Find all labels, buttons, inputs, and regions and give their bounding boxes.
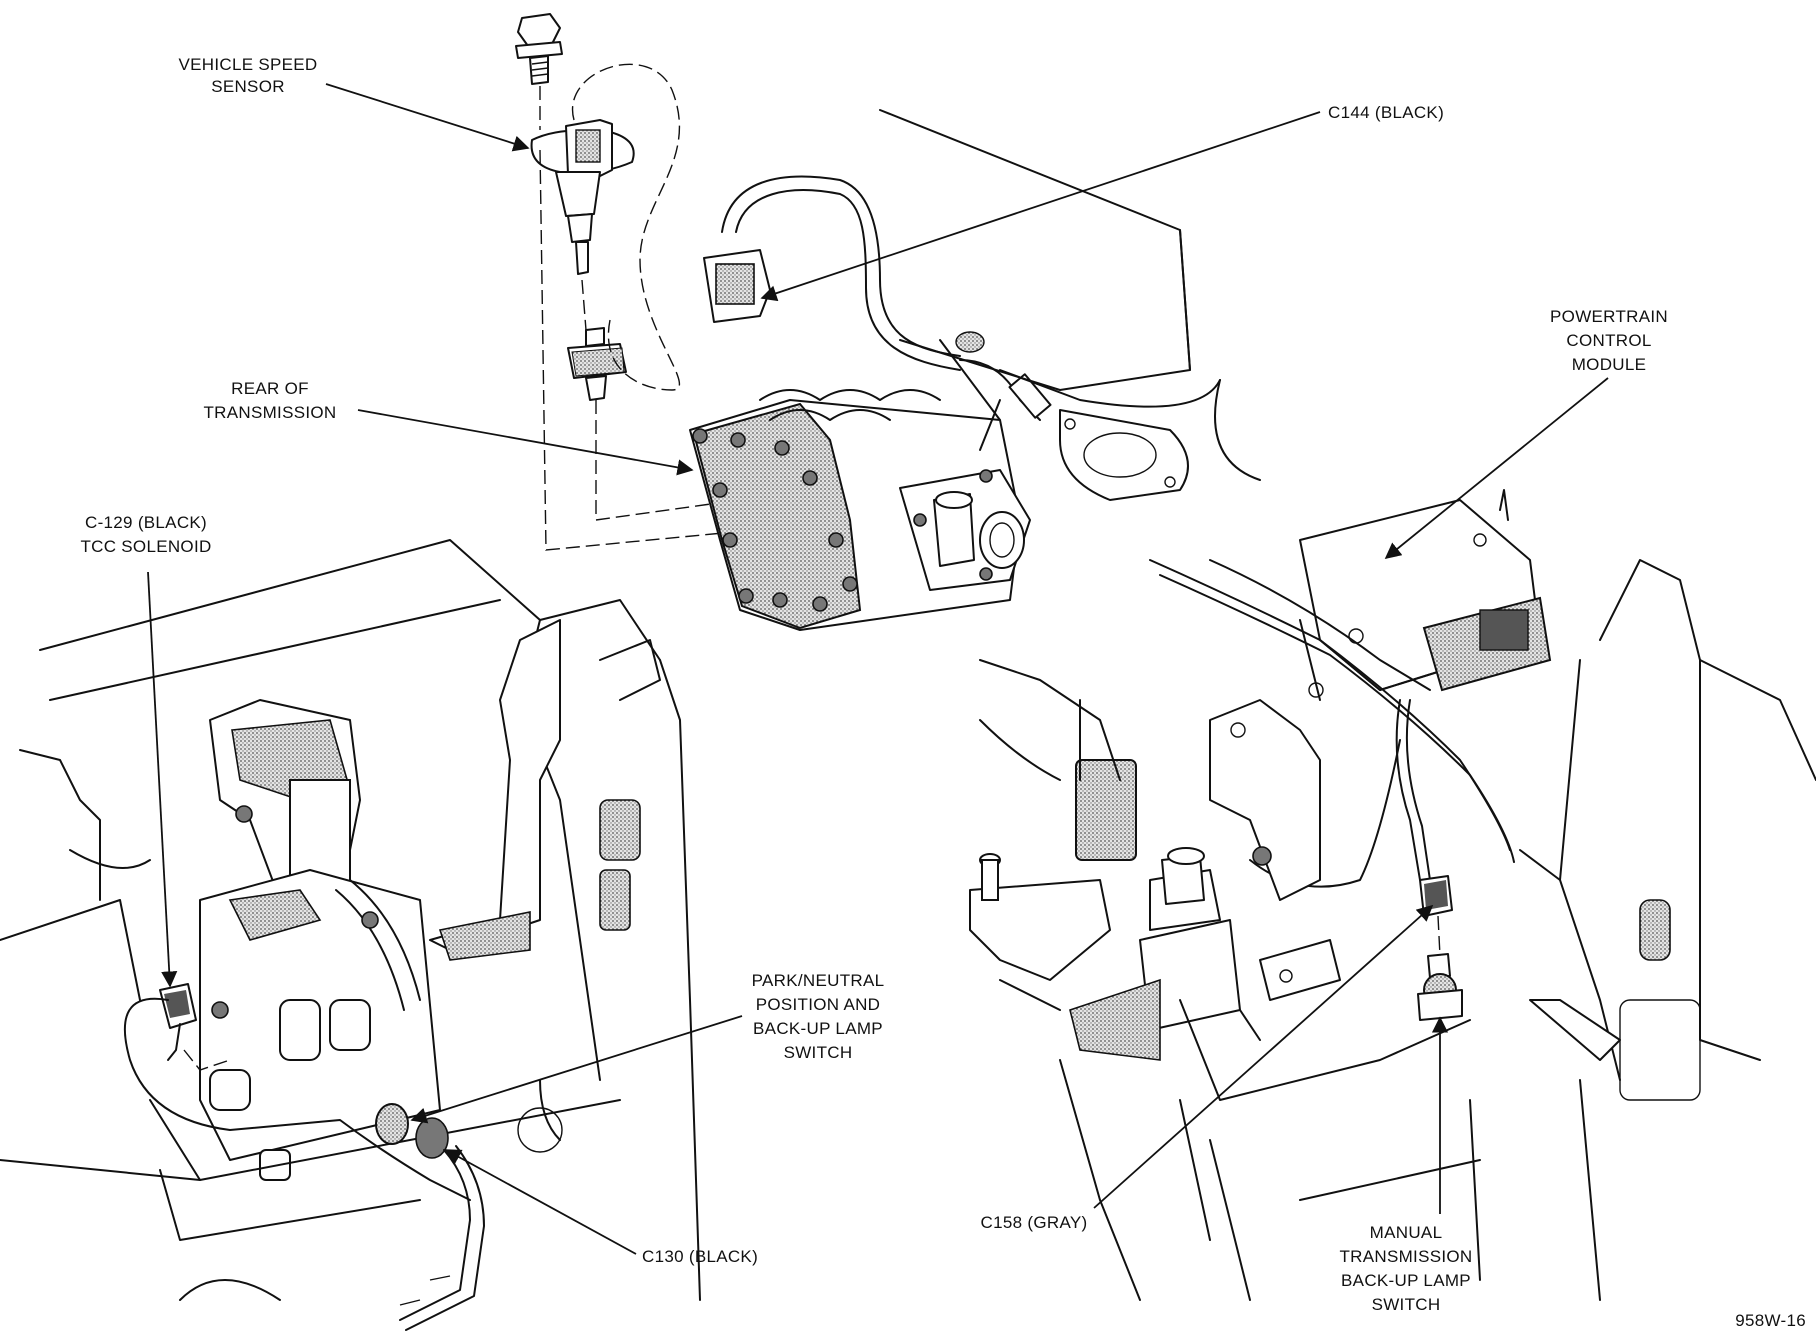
svg-text:POWERTRAIN: POWERTRAIN [1550,307,1668,326]
svg-text:TRANSMISSION: TRANSMISSION [1339,1247,1472,1266]
speed-sensor-body [530,119,635,275]
svg-text:BACK-UP LAMP: BACK-UP LAMP [1341,1271,1471,1290]
leader-lines [147,83,1609,1255]
label-rear-of-transmission: REAR OF TRANSMISSION [203,379,336,422]
svg-text:SWITCH: SWITCH [1372,1295,1441,1314]
c158-connector [1417,875,1463,1021]
label-vehicle-speed-sensor: VEHICLE SPEED SENSOR [178,55,317,96]
svg-text:C130 (BLACK): C130 (BLACK) [642,1247,758,1266]
svg-text:SWITCH: SWITCH [784,1043,853,1062]
transmission-rear-housing [689,389,1031,631]
svg-text:TCC SOLENOID: TCC SOLENOID [80,537,211,556]
svg-text:REAR OF: REAR OF [231,379,309,398]
svg-text:POSITION AND: POSITION AND [756,995,881,1014]
label-manual-backup-switch: MANUAL TRANSMISSION BACK-UP LAMP SWITCH [1339,1223,1472,1314]
c129-connector [123,983,471,1201]
pinion-gear [567,327,627,401]
label-c130: C130 (BLACK) [642,1247,758,1266]
engine-block [879,109,1261,501]
label-c158: C158 (GRAY) [981,1213,1088,1232]
right-engine-compartment [969,489,1816,1301]
leader-park-neutral-switch [410,1015,743,1124]
svg-text:C144 (BLACK): C144 (BLACK) [1328,103,1444,122]
left-engine-compartment [0,539,701,1331]
leader-c158 [1093,904,1434,1209]
svg-text:958W-16: 958W-16 [1735,1311,1806,1330]
shift-tower [969,847,1341,1061]
figure-id: 958W-16 [1735,1311,1806,1330]
leader-rear-of-transmission [357,409,694,476]
leader-pcm [1384,377,1609,560]
leader-c129 [147,571,178,988]
svg-text:MANUAL: MANUAL [1370,1223,1443,1242]
svg-text:BACK-UP LAMP: BACK-UP LAMP [753,1019,883,1038]
svg-text:MODULE: MODULE [1572,355,1647,374]
label-park-neutral-switch: PARK/NEUTRAL POSITION AND BACK-UP LAMP S… [752,971,885,1062]
leader-c130 [444,1149,637,1255]
vehicle-speed-sensor-assembly [515,13,941,551]
svg-text:VEHICLE SPEED: VEHICLE SPEED [178,55,317,74]
leader-vehicle-speed-sensor [325,83,530,152]
label-c129: C-129 (BLACK) TCC SOLENOID [80,513,211,556]
svg-text:TRANSMISSION: TRANSMISSION [203,403,336,422]
c144-harness [703,175,1052,421]
powertrain-control-module [1299,489,1552,692]
leader-c144 [760,111,1321,302]
park-neutral-switch [375,1103,485,1331]
svg-text:PARK/NEUTRAL: PARK/NEUTRAL [752,971,885,990]
svg-text:SENSOR: SENSOR [211,77,285,96]
svg-text:C158 (GRAY): C158 (GRAY) [981,1213,1088,1232]
sensor-bolt [515,13,563,85]
label-c144: C144 (BLACK) [1328,103,1444,122]
svg-text:C-129 (BLACK): C-129 (BLACK) [85,513,207,532]
svg-text:CONTROL: CONTROL [1566,331,1651,350]
housing-bolts [692,428,858,612]
label-powertrain-control-module: POWERTRAIN CONTROL MODULE [1550,307,1668,374]
